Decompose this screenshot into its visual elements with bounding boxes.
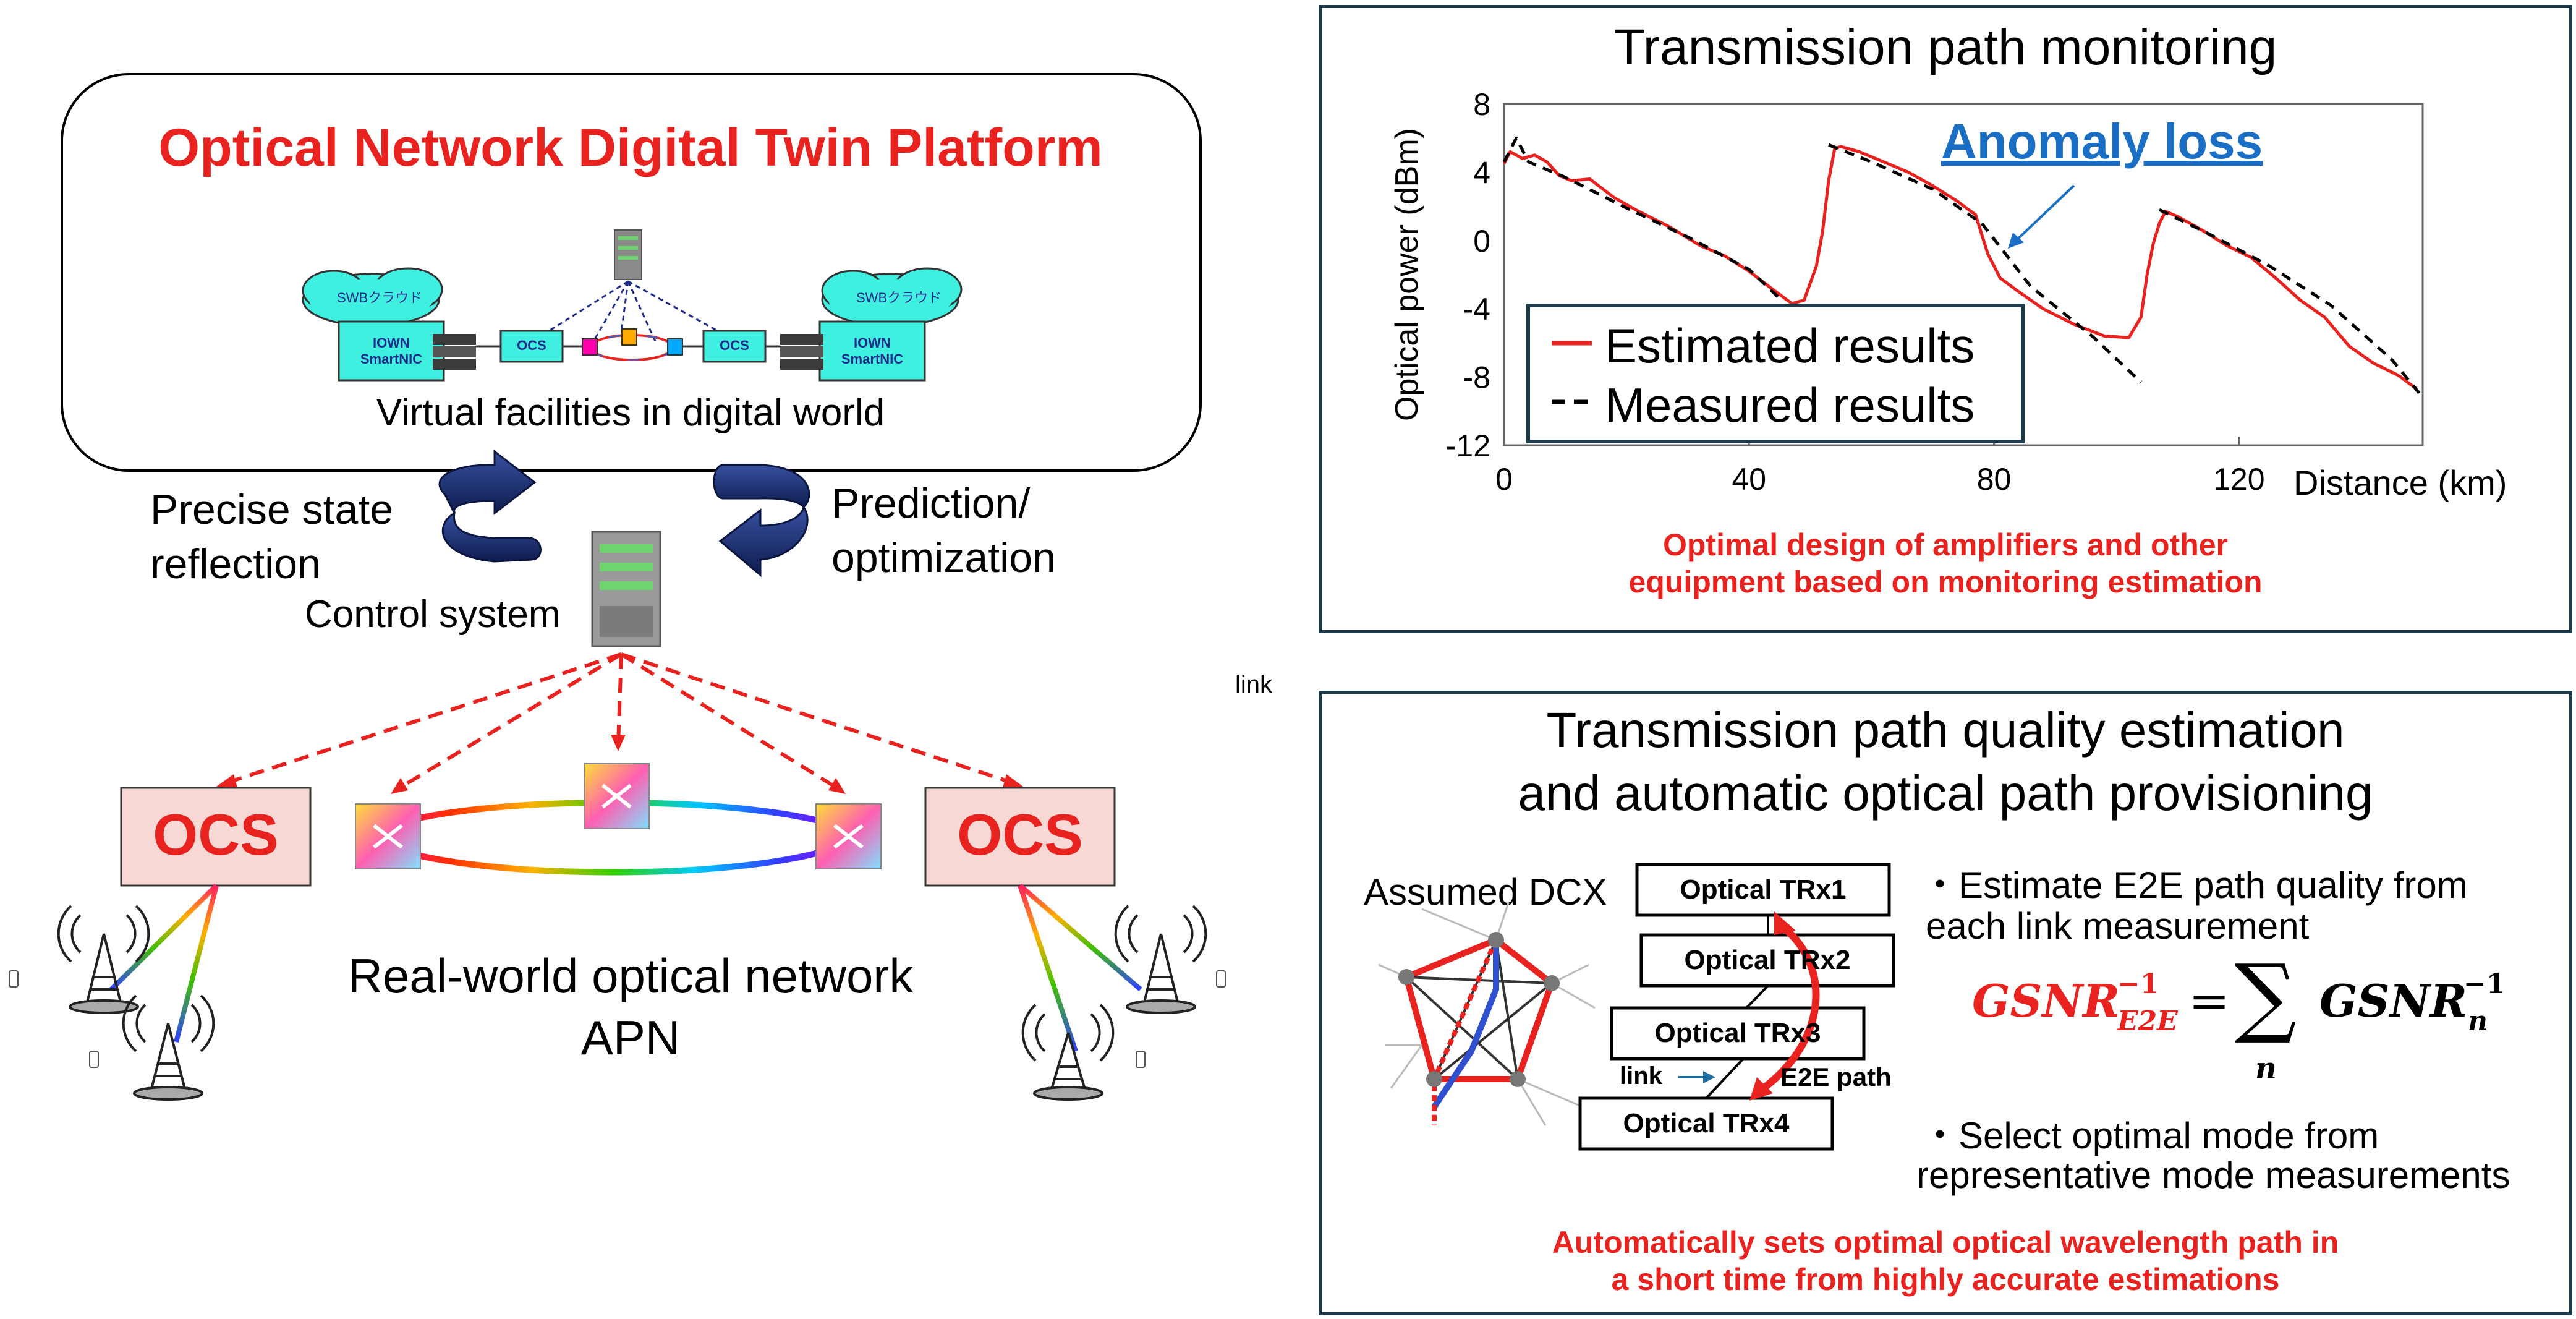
reflection-label-2: reflection bbox=[150, 540, 321, 587]
realworld-label-2: APN bbox=[580, 1010, 681, 1065]
trx4-label: Optical TRx4 bbox=[1623, 1108, 1790, 1138]
formula-lhs: GSNR bbox=[1972, 975, 2120, 1027]
assumed-dcx-label: Assumed DCX bbox=[1364, 871, 1607, 913]
cloud-label-left: SWBクラウド bbox=[337, 290, 423, 305]
formula-rhs-sub: n bbox=[2468, 1005, 2488, 1037]
link-label: link bbox=[1620, 1062, 1662, 1090]
trx1-label: Optical TRx1 bbox=[1680, 874, 1847, 905]
formula-lhs-text: GSNR bbox=[1972, 975, 2120, 1027]
monitoring-xlabel: Distance (km) bbox=[2293, 463, 2507, 502]
switch-cube-right bbox=[815, 803, 882, 869]
virtual-caption: Virtual facilities in digital world bbox=[376, 391, 885, 434]
formula-lhs-sub: E2E bbox=[2117, 1005, 2178, 1037]
formula-sum-index: n bbox=[2255, 1051, 2277, 1086]
quality-note-2: a short time from highly accurate estima… bbox=[1611, 1262, 2280, 1297]
realworld-label-1: Real-world optical network bbox=[347, 949, 914, 1003]
switch-cube-top bbox=[584, 763, 650, 829]
digital-twin-platform-box bbox=[61, 73, 1202, 472]
formula-equals: = bbox=[2188, 972, 2230, 1030]
bullet1-line2: each link measurement bbox=[1926, 905, 2310, 947]
trx2-label: Optical TRx2 bbox=[1684, 945, 1851, 975]
ocs-big-left-label: OCS bbox=[153, 802, 279, 867]
bullet2-line1: ・Select optimal mode from bbox=[1921, 1115, 2379, 1156]
reflection-label-1: Precise state bbox=[150, 486, 394, 533]
control-server-icon bbox=[591, 531, 661, 647]
smartnic-left-label-2: SmartNIC bbox=[360, 351, 423, 367]
platform-title: Optical Network Digital Twin Platform bbox=[158, 118, 1103, 177]
legend-label-measured: Measured results bbox=[1605, 378, 1975, 432]
cloud-label-right: SWBクラウド bbox=[856, 290, 942, 305]
quality-panel bbox=[1319, 691, 2572, 1315]
ocs-small-right-label: OCS bbox=[720, 338, 749, 353]
prediction-cycle-icon bbox=[713, 464, 810, 578]
control-arrowheads bbox=[216, 735, 1023, 794]
trx3-label: Optical TRx3 bbox=[1654, 1018, 1821, 1048]
monitoring-note-1: Optimal design of amplifiers and other bbox=[1662, 527, 2228, 562]
monitoring-note-2: equipment based on monitoring estimation bbox=[1628, 565, 2263, 599]
switch-cube-left bbox=[355, 803, 421, 869]
formula-sum: ∑ bbox=[2235, 946, 2297, 1047]
control-arrows bbox=[222, 652, 1018, 792]
monitoring-panel bbox=[1319, 5, 2572, 633]
formula-rhs: GSNR bbox=[2319, 975, 2468, 1027]
ocs-big-right-label: OCS bbox=[957, 802, 1083, 867]
smartnic-left-label-1: IOWN bbox=[373, 335, 410, 351]
quality-note-1: Automatically sets optimal optical wavel… bbox=[1552, 1225, 2339, 1260]
formula-lhs-sup: −1 bbox=[2117, 968, 2159, 1000]
prediction-label-1: Prediction/ bbox=[831, 480, 1031, 527]
smartnic-right-label-1: IOWN bbox=[854, 335, 891, 351]
anomaly-label: Anomaly loss bbox=[1941, 114, 2263, 169]
stray-link-label: link bbox=[1235, 671, 1273, 698]
quality-title-1: Transmission path quality estimation bbox=[1546, 702, 2345, 758]
bullet2-line2: representative mode measurements bbox=[1916, 1155, 2510, 1196]
formula-rhs-sup: −1 bbox=[2463, 968, 2506, 1000]
monitoring-title: Transmission path monitoring bbox=[1613, 19, 2277, 75]
e2e-path-label: E2E path bbox=[1780, 1062, 1892, 1091]
ocs-small-left-label: OCS bbox=[517, 338, 546, 353]
bullet1-line1: ・Estimate E2E path quality from bbox=[1921, 864, 2468, 906]
monitoring-ylabel: Optical power (dBm) bbox=[1389, 128, 1425, 421]
legend-label-estimated: Estimated results bbox=[1605, 318, 1975, 373]
control-system-label: Control system bbox=[305, 593, 561, 636]
prediction-label-2: optimization bbox=[831, 534, 1056, 581]
smartnic-right-label-2: SmartNIC bbox=[841, 351, 904, 367]
quality-title-2: and automatic optical path provisioning bbox=[1518, 766, 2373, 821]
